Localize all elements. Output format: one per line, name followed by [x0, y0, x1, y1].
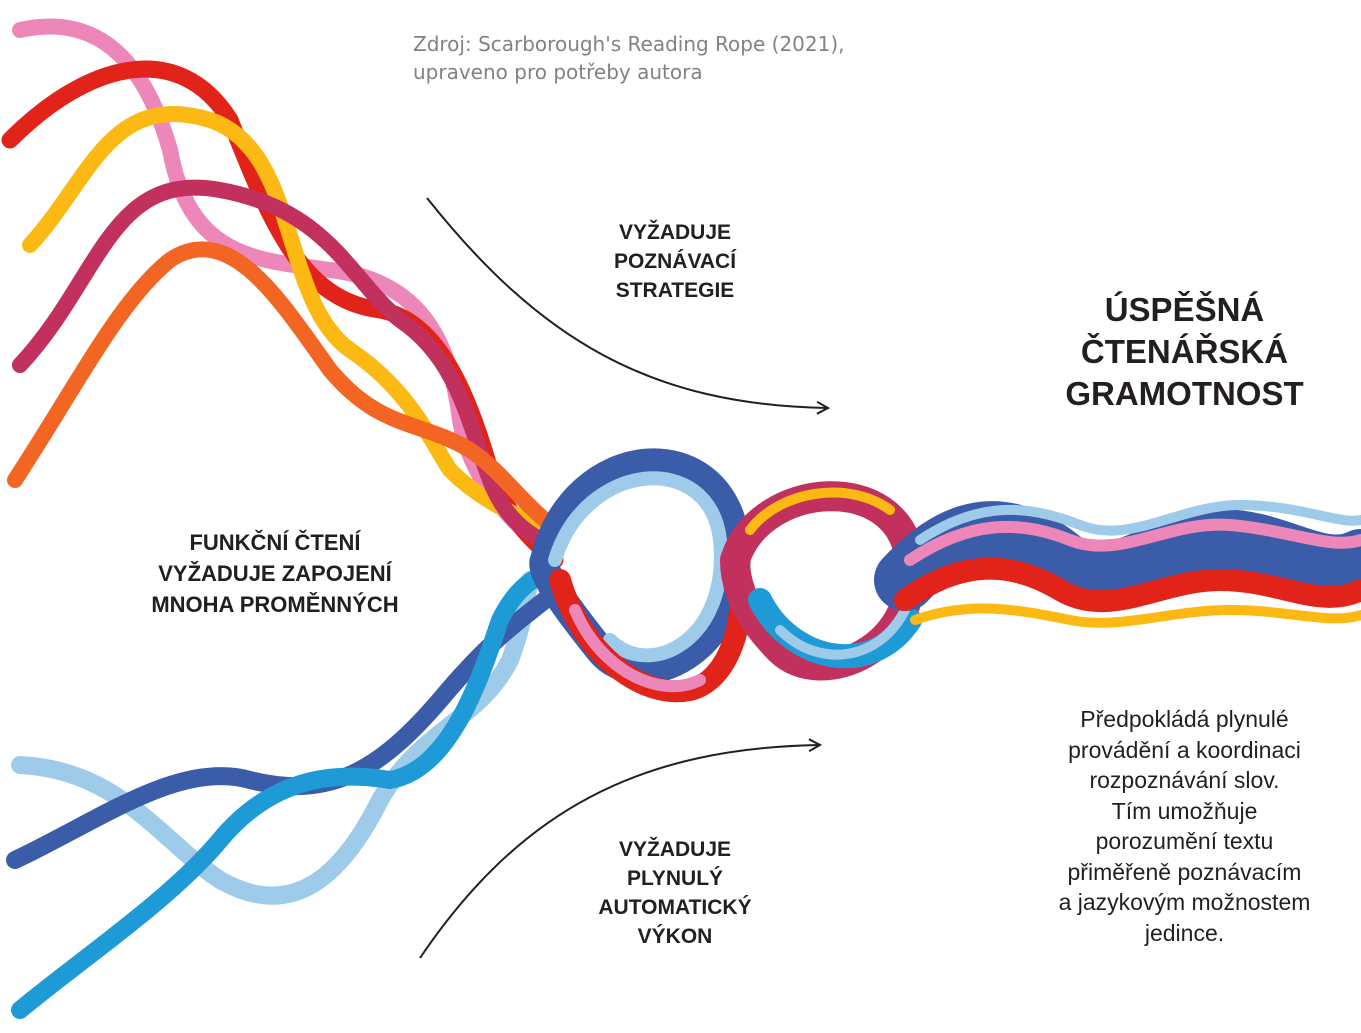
arrow-top — [426, 197, 828, 408]
result-description: Předpokládá plynulé provádění a koordina… — [1008, 704, 1361, 948]
rope-tail-light — [915, 499, 1361, 545]
label-strategy-line: VYŽADUJE — [618, 221, 732, 244]
label-strategy-line: STRATEGIE — [615, 279, 735, 302]
result-description-line: provádění a koordinaci — [1068, 736, 1301, 763]
loop-large-inner — [548, 471, 728, 663]
result-description-line: rozpoznávání slov. — [1089, 767, 1280, 793]
strand-navy — [6, 591, 554, 869]
loop-large-warm-2 — [569, 604, 706, 693]
label-functional-line: VYŽADUJE ZAPOJENÍ — [158, 561, 392, 586]
strand-orange — [7, 241, 553, 528]
label-fluency-line: VÝKON — [637, 925, 713, 948]
result-title-line: ÚSPĚŠNÁ — [1104, 291, 1265, 328]
label-strategy-line: POZNÁVACÍ — [613, 250, 737, 273]
strand-yellow — [22, 106, 568, 538]
source-note: Zdroj: Scarborough's Reading Rope (2021)… — [413, 30, 845, 86]
source-line-2: upraveno pro potřeby autora — [413, 60, 703, 84]
rope-tail-pink — [904, 518, 1361, 566]
label-functional-line: FUNKČNÍ ČTENÍ — [189, 530, 361, 555]
strand-light-blue — [11, 571, 539, 905]
result-description-line: Tím umožňuje — [1111, 797, 1258, 824]
label-fluency-line: AUTOMATICKÝ — [598, 896, 752, 919]
lower-strands — [6, 561, 559, 1019]
strand-sky-blue — [11, 561, 559, 1019]
rope-tail-yellow — [910, 603, 1361, 628]
strand-magenta — [12, 179, 558, 553]
label-fluency: VYŽADUJE PLYNULÝ AUTOMATICKÝ VÝKON — [560, 835, 790, 951]
label-strategy: VYŽADUJE POZNÁVACÍ STRATEGIE — [560, 218, 790, 305]
result-description-line: jedince. — [1144, 919, 1225, 946]
arrow-bottom — [419, 745, 820, 959]
result-description-line: a jazykovým možnostem — [1058, 889, 1311, 915]
result-title-line: GRAMOTNOST — [1065, 375, 1304, 412]
loop-medium-warm — [745, 487, 895, 535]
label-functional-reading: FUNKČNÍ ČTENÍ VYŽADUJE ZAPOJENÍ MNOHA PR… — [110, 527, 440, 620]
result-description-line: porozumění textu — [1095, 828, 1274, 854]
result-description-line: přiměřeně poznávacím — [1067, 858, 1302, 885]
result-title-line: ČTENÁŘSKÁ — [1080, 333, 1289, 370]
label-functional-line: MNOHA PROMĚNNÝCH — [151, 592, 399, 617]
strand-pink — [12, 18, 553, 558]
loop-medium-cool-2 — [775, 605, 910, 660]
upper-strands — [1, 18, 568, 569]
rope-tail-warm — [894, 557, 1361, 613]
source-line-1: Zdroj: Scarborough's Reading Rope (2021)… — [413, 32, 845, 56]
label-fluency-line: VYŽADUJE — [618, 838, 732, 861]
braided-rope — [529, 448, 1361, 703]
label-fluency-line: PLYNULÝ — [626, 867, 724, 890]
result-description-line: Předpokládá plynulé — [1080, 706, 1289, 732]
result-title: ÚSPĚŠNÁ ČTENÁŘSKÁ GRAMOTNOST — [1008, 289, 1361, 415]
